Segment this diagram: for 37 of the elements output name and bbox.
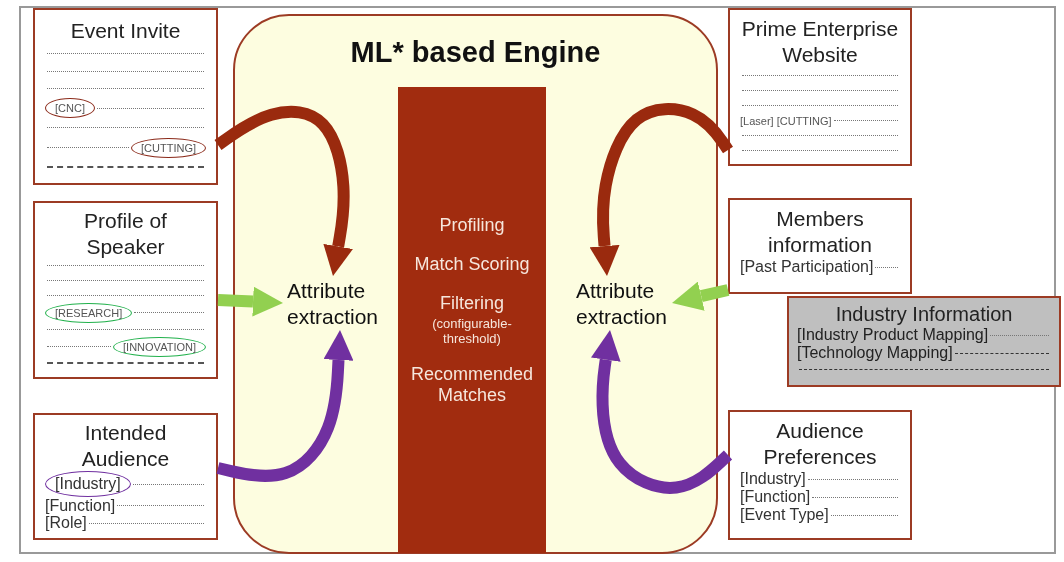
- step-label: Recommended Matches: [409, 364, 535, 406]
- step-label: Match Scoring: [414, 254, 530, 275]
- card-heading: Event Invite: [70, 18, 181, 45]
- document-card: [33, 8, 218, 185]
- step-label: Profiling: [439, 215, 505, 236]
- document-card: [728, 8, 912, 166]
- card-heading: Profile of Speaker: [83, 207, 168, 260]
- attribute-label: [Role]: [45, 514, 87, 533]
- attribute-label: [Industry]: [740, 470, 806, 488]
- step-label: Filtering: [440, 293, 504, 314]
- process-column: [398, 87, 546, 553]
- curved-arrow: [214, 105, 353, 276]
- attribute-label: [Past Participation]: [740, 258, 874, 276]
- card-heading: Members information: [767, 206, 873, 258]
- card-heading: Audience Preferences: [762, 418, 878, 470]
- attribute-label: [Event Type]: [740, 506, 829, 524]
- panel-heading: ML* based Engine: [349, 36, 602, 69]
- curved-arrow: [672, 281, 730, 311]
- curved-arrow: [217, 286, 283, 317]
- card-heading: Intended Audience: [80, 420, 171, 473]
- step-label: (configurable-threshold): [431, 316, 513, 346]
- step-label: Attribute extraction: [287, 278, 397, 332]
- document-card: [728, 410, 912, 540]
- curved-arrow: [216, 330, 354, 482]
- engine-panel: [233, 14, 718, 554]
- document-card: [33, 413, 218, 540]
- document-card: [728, 198, 912, 294]
- document-card: [33, 201, 218, 379]
- attribute-label: [Function]: [740, 488, 811, 506]
- attribute-label: [Function]: [45, 496, 116, 515]
- attribute-label: [Laser] [CUTTING]: [740, 114, 832, 127]
- card-heading: Prime Enterprise Website: [740, 16, 900, 68]
- attribute-label: [Industry Product Mapping]: [797, 326, 989, 344]
- step-label: Attribute extraction: [576, 278, 672, 332]
- info-card: [787, 296, 1061, 387]
- card-heading: Industry Information: [835, 302, 1013, 326]
- attribute-label: [Technology Mapping]: [797, 344, 953, 362]
